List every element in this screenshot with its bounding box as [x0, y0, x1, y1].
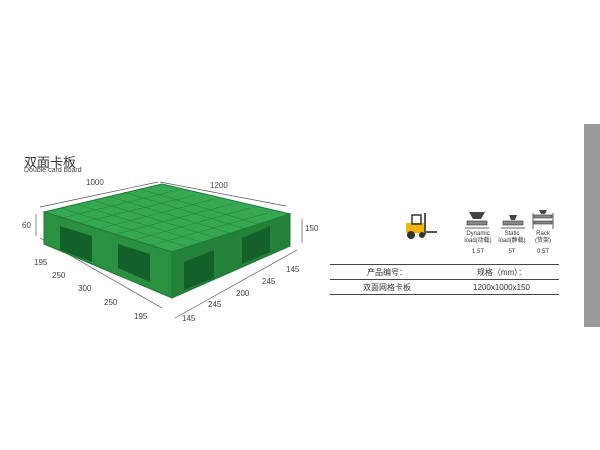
- product-title-en: Double card board: [24, 167, 82, 174]
- load-rack: Rack (货架) 0.5T: [530, 231, 556, 256]
- load-static: Static load(静载) 5T: [497, 231, 527, 256]
- side-scroll-bar[interactable]: [584, 124, 600, 327]
- dimension-width-label: 1200: [210, 181, 228, 190]
- dimension-height-left-label: 60: [22, 221, 31, 230]
- dynamic-load-icon: [465, 212, 489, 229]
- spec-table: 产品编号： 规格（mm）： 双面网格卡板 1200x1000x150: [330, 264, 559, 295]
- static-load-icon: [501, 215, 525, 229]
- spec-cell-size: 1200x1000x150: [444, 279, 559, 295]
- load-rack-capacity: 0.5T: [536, 249, 549, 255]
- dimension-height-right-label: 150: [305, 224, 319, 233]
- rack-load-icon: [532, 210, 554, 229]
- forklift-icon: [406, 213, 437, 239]
- dimension-length-label: 1000: [86, 178, 104, 187]
- load-static-capacity: 5T: [508, 249, 516, 255]
- load-dynamic-name: Dynamic: [466, 231, 490, 237]
- spec-table-header-row: 产品编号： 规格（mm）：: [330, 264, 559, 280]
- spec-cell-product-name: 双面网格卡板: [330, 279, 444, 295]
- dimension-right-5: 145: [286, 265, 300, 274]
- load-rack-name: Rack: [536, 231, 550, 237]
- dimension-left-3: 300: [78, 284, 92, 293]
- load-dynamic: Dynamic load(动载) 1.5T: [462, 231, 494, 256]
- dimension-right-1: 145: [182, 314, 196, 323]
- product-title-cn: 双面卡板: [24, 155, 77, 170]
- dimension-right-2: 245: [208, 300, 222, 309]
- dimension-right-4: 245: [262, 277, 276, 286]
- dimension-left-4: 250: [104, 298, 118, 307]
- spec-header-product-no: 产品编号：: [330, 264, 444, 280]
- spec-header-size: 规格（mm）：: [444, 264, 559, 280]
- table-row: 双面网格卡板 1200x1000x150: [330, 279, 559, 295]
- load-dynamic-capacity: 1.5T: [471, 249, 484, 255]
- load-static-name: Static: [504, 231, 520, 237]
- load-dynamic-sub: load(动载): [464, 238, 492, 244]
- dimension-left-1: 195: [34, 258, 48, 267]
- dimension-right-3: 200: [236, 289, 250, 298]
- load-rack-sub: (货架): [535, 238, 551, 244]
- dimension-left-2: 250: [52, 271, 66, 280]
- dimension-left-5: 195: [134, 312, 148, 321]
- load-static-sub: load(静载): [498, 238, 526, 244]
